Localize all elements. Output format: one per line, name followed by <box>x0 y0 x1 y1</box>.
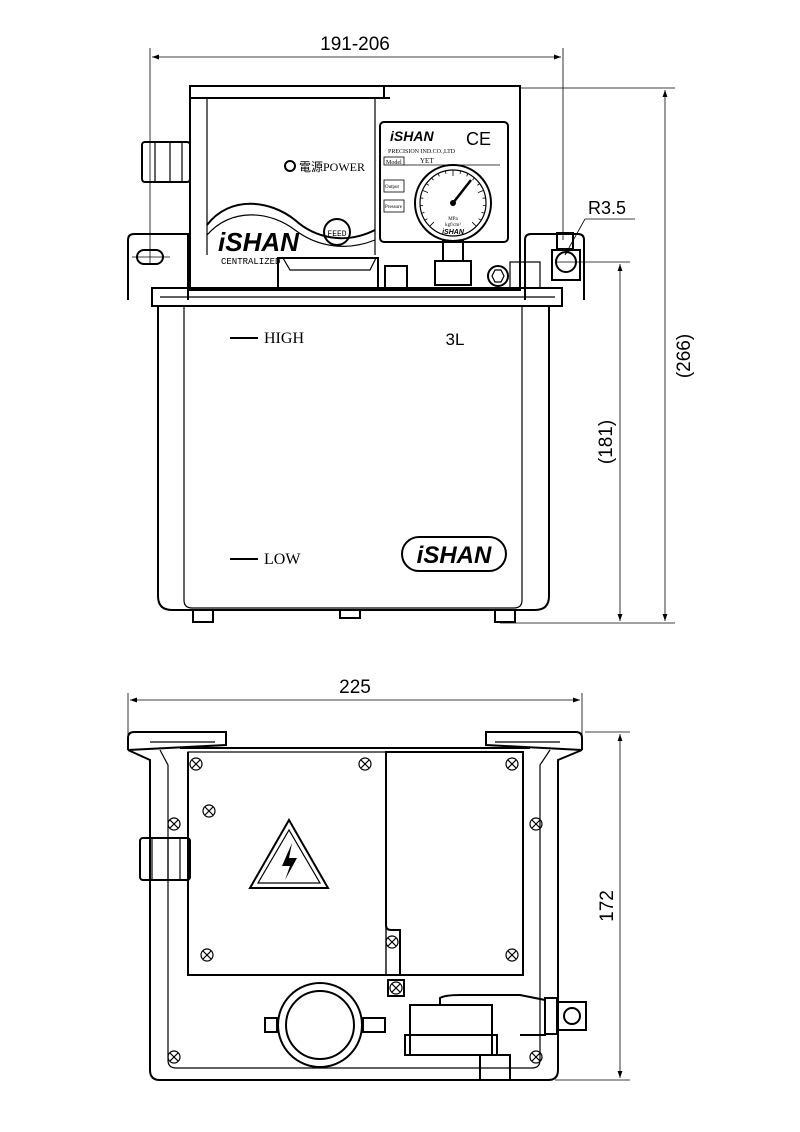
screw-icon <box>385 935 399 949</box>
oil-filler-cap <box>277 257 379 289</box>
gauge-tick <box>421 211 425 214</box>
screw-icon <box>189 757 203 771</box>
gauge-tick <box>471 221 477 227</box>
screw-icon <box>505 757 519 771</box>
high-level-label: HIGH <box>264 330 304 347</box>
cable-gland <box>141 141 191 183</box>
bottom-body-outline <box>127 749 583 1081</box>
bottom-view: 225 172 <box>127 677 630 1081</box>
gauge-tick <box>477 190 484 194</box>
gauge-tick <box>478 218 482 221</box>
capacity-label: 3L <box>446 330 465 349</box>
radius-label: R3.5 <box>588 198 626 218</box>
gauge-tick <box>429 221 435 227</box>
width-dimension: 191-206 <box>149 34 564 265</box>
screw-icon <box>202 804 216 818</box>
gauge-brand: iSHAN <box>442 229 465 236</box>
gauge-tick <box>444 170 447 174</box>
brand-logo: iSHAN <box>218 227 300 257</box>
tank-height-label: (181) <box>596 420 617 464</box>
gauge-tick <box>426 183 429 186</box>
plate-model-value: YET <box>420 157 434 165</box>
plate-ce-mark: CE <box>466 129 491 149</box>
tank-brand-logo: iSHAN <box>417 542 492 569</box>
bottom-depth-label: 172 <box>597 890 618 922</box>
plate-pressure-label: Pressure <box>385 205 403 210</box>
left-mount-ear <box>127 233 189 300</box>
gauge-tick <box>466 173 469 177</box>
electric-hazard-icon <box>248 817 330 889</box>
gauge-tick <box>481 211 485 214</box>
tank-flange <box>151 287 563 307</box>
motor-housing <box>189 85 521 291</box>
screw-icon <box>167 1050 181 1064</box>
filler-cap-round <box>264 982 386 1068</box>
screw-group <box>167 757 543 1064</box>
electrical-cover <box>187 751 524 976</box>
plate-model-label: Model <box>386 160 402 166</box>
bottom-width-dimension: 225 <box>127 677 583 740</box>
screw-icon <box>529 817 543 831</box>
name-plate: iSHAN CE PRECISION IND.CO.,LTD Model YET… <box>379 121 509 243</box>
bottom-depth-dimension: 172 <box>555 731 630 1081</box>
width-dim-label: 191-206 <box>320 34 390 55</box>
gauge-tick <box>472 177 475 181</box>
gauge-tick <box>424 218 428 221</box>
plate-company: PRECISION IND.CO.,LTD <box>388 149 456 155</box>
gauge-tick <box>437 173 440 177</box>
screw-icon <box>529 1050 543 1064</box>
screw-icon <box>505 948 519 962</box>
front-view: 191-206 (266) (181) R3.5 <box>127 34 695 624</box>
right-mount-ear <box>524 233 585 300</box>
screw-icon <box>358 757 372 771</box>
outlet-fitting <box>487 265 509 287</box>
feed-button[interactable] <box>323 218 351 246</box>
gauge-unit-mpa: MPa <box>448 217 458 222</box>
screw-icon <box>167 817 181 831</box>
plate-output-label: Output <box>385 185 400 190</box>
tank-logo-badge <box>401 536 507 572</box>
screw-icon <box>200 948 214 962</box>
gauge-tick <box>422 190 429 194</box>
plate-brand: iSHAN <box>390 128 434 144</box>
screw-icon <box>389 981 403 995</box>
gauge-tick <box>477 183 480 186</box>
pressure-gauge: MPa kgf/cm² iSHAN <box>414 164 492 286</box>
gauge-unit-kgf: kgf/cm² <box>445 222 461 228</box>
low-level-label: LOW <box>264 551 301 568</box>
radius-callout: R3.5 <box>564 198 635 256</box>
feed-label: FEED <box>327 230 346 239</box>
power-label: 電源POWER <box>299 160 365 174</box>
outlet-assembly <box>387 979 587 1081</box>
brand-subtitle: CENTRALIZED <box>221 257 280 267</box>
height-dimensions: (266) (181) <box>500 87 695 624</box>
bottom-width-label: 225 <box>339 677 371 698</box>
total-height-label: (266) <box>674 334 695 378</box>
power-indicator-icon <box>284 160 296 172</box>
gauge-tick <box>431 177 434 181</box>
gauge-tick <box>459 170 462 174</box>
bottom-cable-gland <box>139 837 191 881</box>
